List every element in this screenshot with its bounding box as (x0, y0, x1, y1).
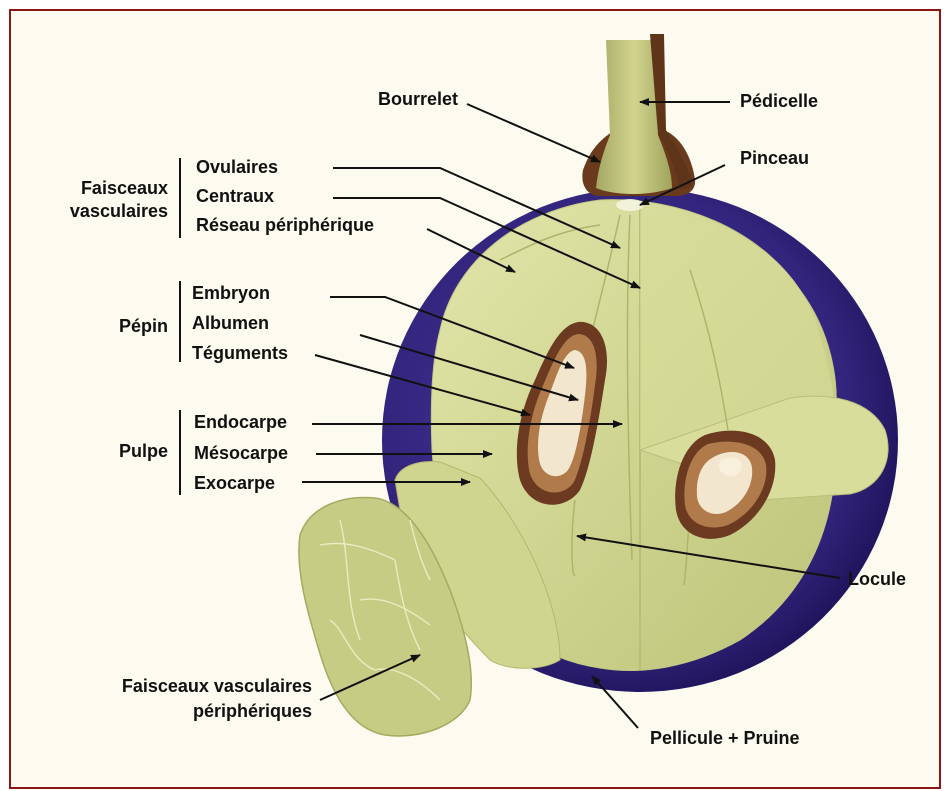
label-centraux: Centraux (196, 185, 274, 207)
label-pellicule-pruine: Pellicule + Pruine (650, 727, 800, 749)
pinceau-shape (616, 199, 644, 211)
label-locule: Locule (848, 568, 906, 590)
label-faisceaux-peripheriques-line2: périphériques (60, 700, 312, 722)
label-pulpe-group: Pulpe (80, 440, 168, 462)
label-teguments: Téguments (192, 342, 288, 364)
label-faisceaux-peripheriques-line1: Faisceaux vasculaires (60, 675, 312, 697)
arrow-bourrelet (467, 104, 600, 162)
label-mesocarpe: Mésocarpe (194, 442, 288, 464)
label-reseau-peripherique: Réseau périphérique (196, 214, 374, 236)
label-pedicelle: Pédicelle (740, 90, 818, 112)
label-pinceau: Pinceau (740, 147, 809, 169)
label-embryon: Embryon (192, 282, 270, 304)
label-endocarpe: Endocarpe (194, 411, 287, 433)
label-faisceaux-group-line1: Faisceaux (40, 177, 168, 199)
label-pepin-group: Pépin (80, 315, 168, 337)
label-albumen: Albumen (192, 312, 269, 334)
label-bourrelet: Bourrelet (330, 88, 458, 110)
label-ovulaires: Ovulaires (196, 156, 278, 178)
label-exocarpe: Exocarpe (194, 472, 275, 494)
label-faisceaux-group-line2: vasculaires (40, 200, 168, 222)
